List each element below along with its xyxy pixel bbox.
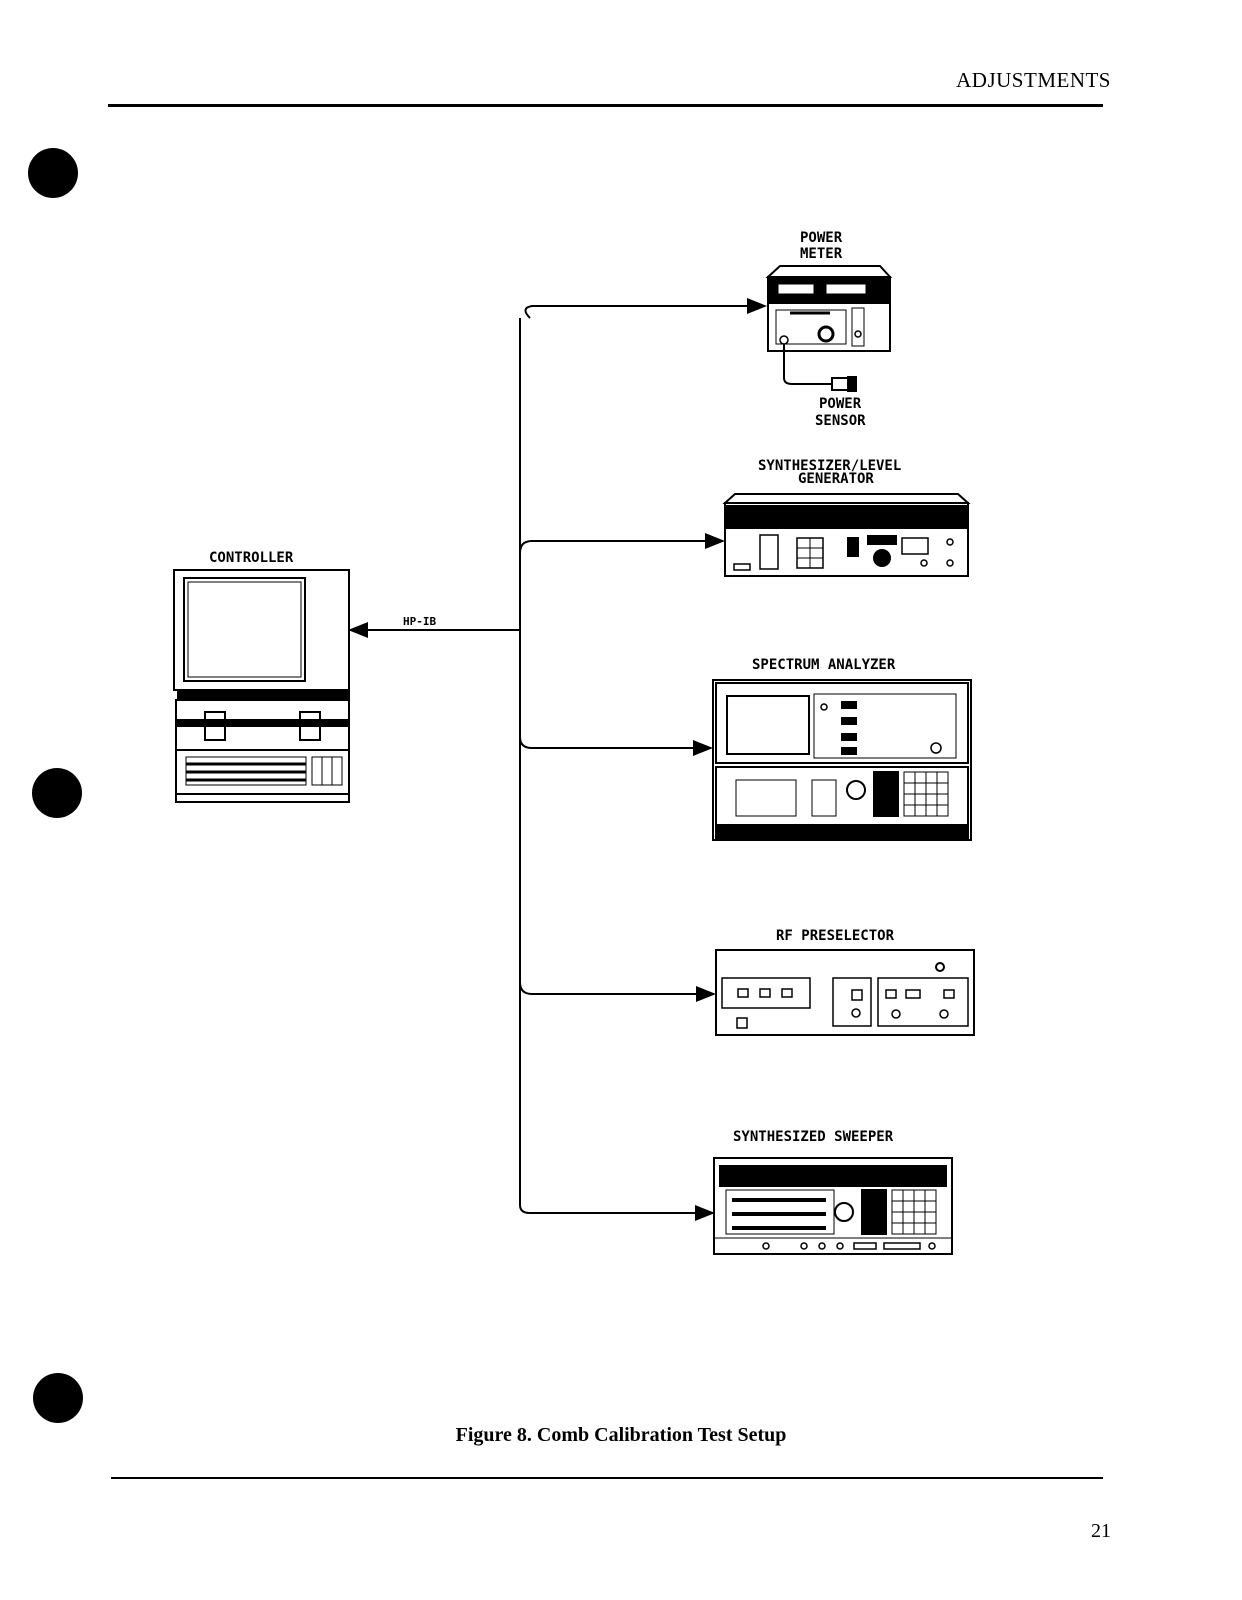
synthesizer-label-1: SYNTHESIZER/LEVEL [758,458,901,474]
controller-computer [173,569,350,803]
bus-branch-spectrum-analyzer [519,736,713,756]
hpib-bus [348,298,767,1221]
rf-preselector-label: RF PRESELECTOR [776,928,895,944]
bus-branch-rf-preselector [519,981,716,1002]
rf-preselector [715,949,975,1036]
figure-caption: Figure 8. Comb Calibration Test Setup [455,1424,787,1446]
synthesizer-level-generator [722,493,971,577]
bus-label: HP-IB [403,615,436,628]
header-rule [108,104,1103,107]
synthesizer-label-2: GENERATOR [798,471,874,487]
binder-hole-middle [32,768,82,818]
bus-branch-synthesizer [519,533,725,554]
spectrum-analyzer [712,679,972,841]
bus-trunk [519,318,715,1221]
bus-branch-power-meter [524,298,767,319]
synthesized-sweeper [713,1157,953,1255]
binder-hole-bottom [33,1373,83,1423]
power-sensor-label-2: SENSOR [815,413,866,429]
section-title: ADJUSTMENTS [956,68,1111,92]
page-number: 21 [1091,1520,1111,1542]
footer-rule [111,1477,1103,1479]
power-meter [765,265,893,392]
controller-label: CONTROLLER [209,550,294,566]
binder-hole-top [28,148,78,198]
power-meter-label-2: METER [800,246,843,262]
spectrum-analyzer-label: SPECTRUM ANALYZER [752,657,896,673]
power-meter-label-1: POWER [800,230,843,246]
power-sensor-label-1: POWER [819,396,862,412]
synthesized-sweeper-label: SYNTHESIZED SWEEPER [733,1129,894,1145]
